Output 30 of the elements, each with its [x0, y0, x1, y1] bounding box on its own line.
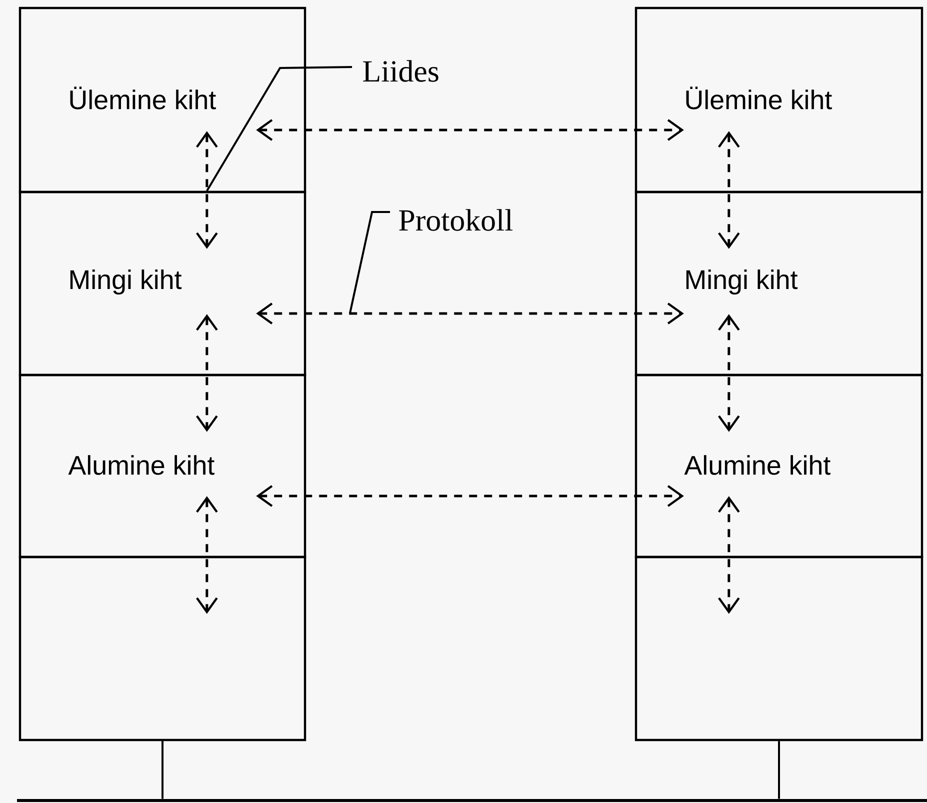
layer-box	[18, 190, 306, 376]
leader-line	[206, 66, 352, 192]
connector-line	[162, 741, 164, 799]
layer-label: Ülemine kiht	[70, 86, 216, 110]
double-arrow	[196, 131, 218, 249]
double-arrow	[718, 131, 740, 249]
connector-line	[778, 741, 780, 799]
layer-label: Alumine kiht	[68, 455, 214, 475]
bus-line	[17, 799, 927, 802]
layer-box	[634, 374, 924, 558]
layer-label: Mingi kiht	[70, 269, 182, 295]
layer-label: Mingi kiht	[686, 269, 798, 295]
protocol-arrow	[256, 119, 684, 141]
leader-line	[349, 211, 390, 314]
double-arrow	[196, 314, 218, 432]
layer-label: Alumine kiht	[684, 455, 830, 475]
layer-box	[18, 556, 306, 742]
layer-box	[18, 374, 306, 558]
protocol-arrow	[256, 485, 684, 507]
layer-box	[634, 6, 924, 194]
layer-box	[634, 556, 924, 742]
callout-label: Protokoll	[399, 209, 513, 231]
layer-box	[18, 6, 306, 194]
protocol-arrow	[256, 302, 684, 324]
double-arrow	[196, 496, 218, 614]
layer-label: Ülemine kiht	[686, 86, 832, 110]
double-arrow	[718, 496, 740, 614]
double-arrow	[718, 314, 740, 432]
layer-box	[634, 190, 924, 376]
callout-label: Liides	[363, 60, 438, 82]
